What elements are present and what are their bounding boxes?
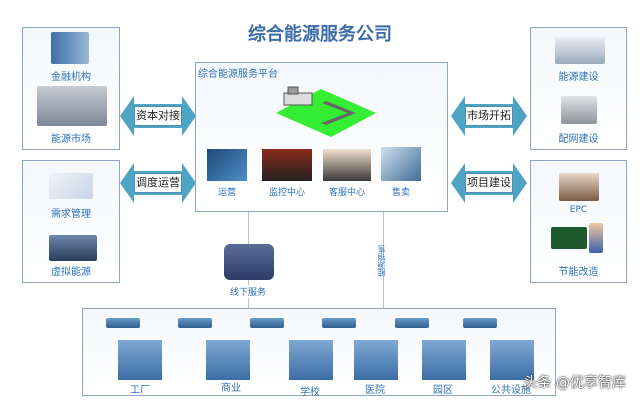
left-box-demand: 需求管理 虚拟能源 bbox=[22, 160, 120, 283]
arrow-market: 市场开拓 bbox=[451, 96, 527, 136]
service-label: 客服中心 bbox=[328, 188, 365, 198]
platform-box: 综合能源服务平台 运营 监控中心 客服中心 售卖 bbox=[195, 62, 448, 212]
offline-service-label: 线下服务 bbox=[218, 285, 278, 298]
arrow-project: 项目建设 bbox=[451, 163, 527, 203]
energy-sales-label: 能源销售 bbox=[376, 245, 390, 277]
service-monitoring[interactable]: 监控中心 bbox=[262, 149, 312, 198]
router-icon bbox=[395, 318, 429, 328]
campus-icon bbox=[276, 86, 376, 137]
park-icon bbox=[422, 340, 466, 380]
solar-panel-image bbox=[49, 235, 97, 261]
hospital-icon bbox=[354, 340, 398, 380]
watermark: 头条 @优享智库 bbox=[523, 375, 626, 391]
platform-title: 综合能源服务平台 bbox=[198, 69, 278, 80]
commercial-building-icon bbox=[206, 340, 250, 380]
label-energy-market: 能源市场 bbox=[51, 134, 91, 145]
customer-service-icon bbox=[323, 149, 371, 181]
school-icon bbox=[289, 340, 333, 380]
service-customer[interactable]: 客服中心 bbox=[322, 149, 372, 198]
presentation-board-icon bbox=[551, 227, 587, 249]
right-box-project: EPC 节能改造 bbox=[530, 160, 627, 283]
label-demand: 需求管理 bbox=[51, 209, 91, 220]
arrow-label: 市场开拓 bbox=[465, 106, 513, 126]
arrow-dispatch: 调度运营 bbox=[120, 163, 196, 203]
meeting-people-icon bbox=[559, 173, 599, 201]
dashboard-icon bbox=[207, 149, 247, 181]
workers-icon bbox=[224, 244, 274, 280]
label-retrofit: 节能改造 bbox=[558, 267, 599, 278]
service-label: 售卖 bbox=[391, 188, 410, 198]
service-label: 运营 bbox=[217, 188, 236, 198]
customer-label: 商业 bbox=[221, 383, 241, 394]
label-grid-construction: 配网建设 bbox=[558, 134, 599, 145]
public-facility-icon bbox=[490, 340, 534, 380]
router-icon bbox=[250, 318, 284, 328]
service-sales[interactable]: 售卖 bbox=[376, 147, 426, 198]
arrow-label: 资本对接 bbox=[134, 106, 182, 126]
arrow-label: 项目建设 bbox=[465, 173, 513, 193]
arrow-label: 调度运营 bbox=[134, 173, 182, 193]
demand-chart-icon bbox=[49, 173, 93, 199]
grid-building-icon bbox=[561, 96, 597, 124]
customer-label: 医院 bbox=[365, 385, 385, 396]
router-icon bbox=[178, 318, 212, 328]
customer-label: 园区 bbox=[433, 385, 453, 396]
label-virtual-energy: 虚拟能源 bbox=[51, 267, 91, 278]
factory-icon bbox=[118, 340, 162, 380]
arrow-capital: 资本对接 bbox=[120, 96, 196, 136]
router-icon bbox=[463, 318, 497, 328]
service-operation[interactable]: 运营 bbox=[202, 149, 252, 198]
router-icon bbox=[322, 318, 356, 328]
bank-building-icon bbox=[51, 32, 89, 64]
customer-label: 学校 bbox=[300, 387, 320, 398]
presenter-icon bbox=[589, 223, 603, 253]
left-box-finance: 金融机构 能源市场 bbox=[22, 27, 120, 150]
router-icon bbox=[106, 318, 140, 328]
label-energy-construction: 能源建设 bbox=[558, 72, 599, 83]
service-label: 监控中心 bbox=[268, 188, 305, 198]
wind-turbine-icon bbox=[555, 36, 605, 64]
right-box-construction: 能源建设 配网建设 bbox=[530, 27, 627, 150]
monitor-room-icon bbox=[262, 149, 312, 181]
customer-label: 公共设施 bbox=[491, 385, 531, 396]
label-finance: 金融机构 bbox=[51, 72, 91, 83]
page-title: 综合能源服务公司 bbox=[248, 24, 392, 45]
label-epc: EPC bbox=[569, 205, 588, 215]
energy-market-image bbox=[37, 86, 107, 126]
dollar-triangle-icon bbox=[381, 147, 421, 181]
customer-label: 工厂 bbox=[130, 385, 150, 396]
